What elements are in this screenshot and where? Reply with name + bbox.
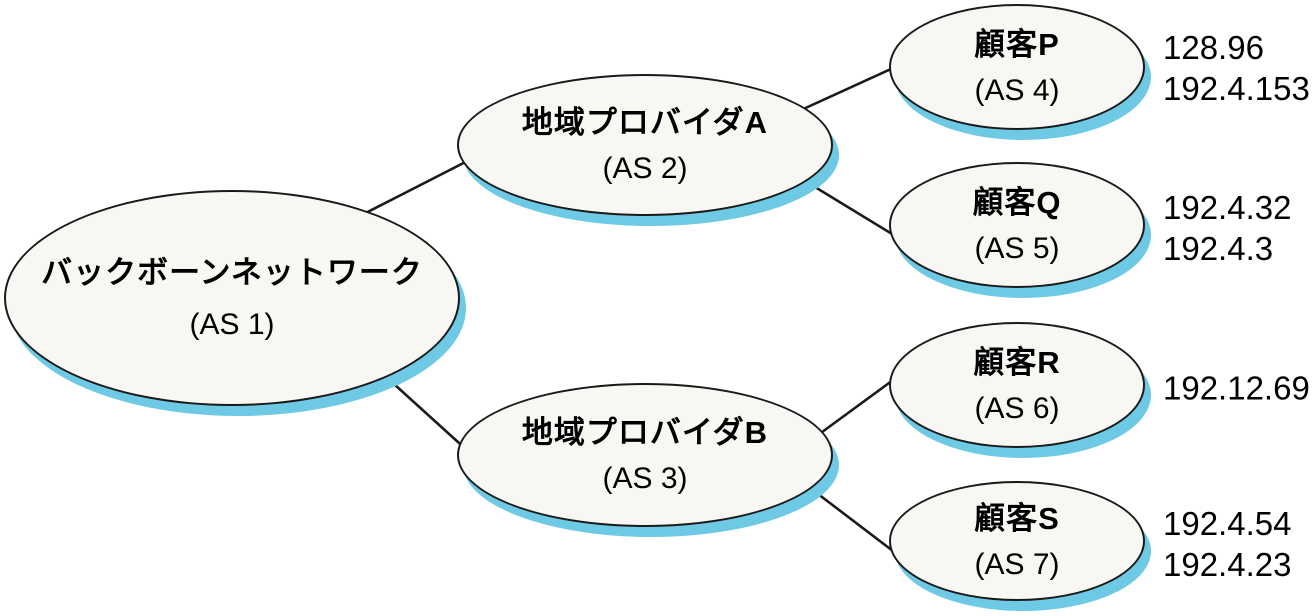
ip-address: 128.96 [1163,29,1264,66]
node-customer-p-as4: 顧客P (AS 4) [889,4,1145,130]
node-customer-q-as-number: (AS 5) [974,231,1060,265]
node-customer-q-as5: 顧客Q (AS 5) [889,162,1145,288]
node-customer-q-label: 顧客Q [972,184,1062,220]
ip-address: 192.4.23 [1163,546,1292,583]
node-customer-p-as-number: (AS 4) [974,73,1060,107]
ip-list-customer-q: 192.4.32 192.4.3 [1163,187,1291,269]
node-provider-b-label: 地域プロバイダB [521,414,769,450]
ip-address: 192.4.153 [1163,70,1310,107]
ip-address: 192.12.69 [1163,369,1310,407]
ip-address: 192.4.3 [1163,230,1274,267]
node-backbone-label: バックボーンネットワーク [41,254,423,290]
node-customer-r-label: 顧客R [973,344,1061,380]
node-customer-r-as-number: (AS 6) [974,391,1060,425]
node-customer-p-label: 顧客P [974,26,1060,62]
node-provider-b-as3: 地域プロバイダB (AS 3) [457,383,833,527]
node-customer-s-label: 顧客S [974,500,1060,536]
node-provider-a-label: 地域プロバイダA [521,104,769,140]
node-provider-b-as-number: (AS 3) [602,461,688,495]
ip-list-customer-s: 192.4.54 192.4.23 [1163,503,1291,585]
ip-list-customer-p: 128.96 192.4.153 [1163,27,1310,109]
node-backbone-as-number: (AS 1) [189,307,275,341]
ip-address: 192.4.32 [1163,189,1292,226]
node-customer-s-as7: 顧客S (AS 7) [889,481,1145,601]
node-customer-s-as-number: (AS 7) [974,547,1060,581]
node-provider-a-as2: 地域プロバイダA (AS 2) [457,74,833,216]
node-customer-r-as6: 顧客R (AS 6) [889,322,1145,448]
ip-list-customer-r: 192.12.69 [1163,368,1310,409]
ip-address: 192.4.54 [1163,505,1292,542]
node-backbone-as1: バックボーンネットワーク (AS 1) [4,190,460,406]
node-provider-a-as-number: (AS 2) [602,151,688,185]
